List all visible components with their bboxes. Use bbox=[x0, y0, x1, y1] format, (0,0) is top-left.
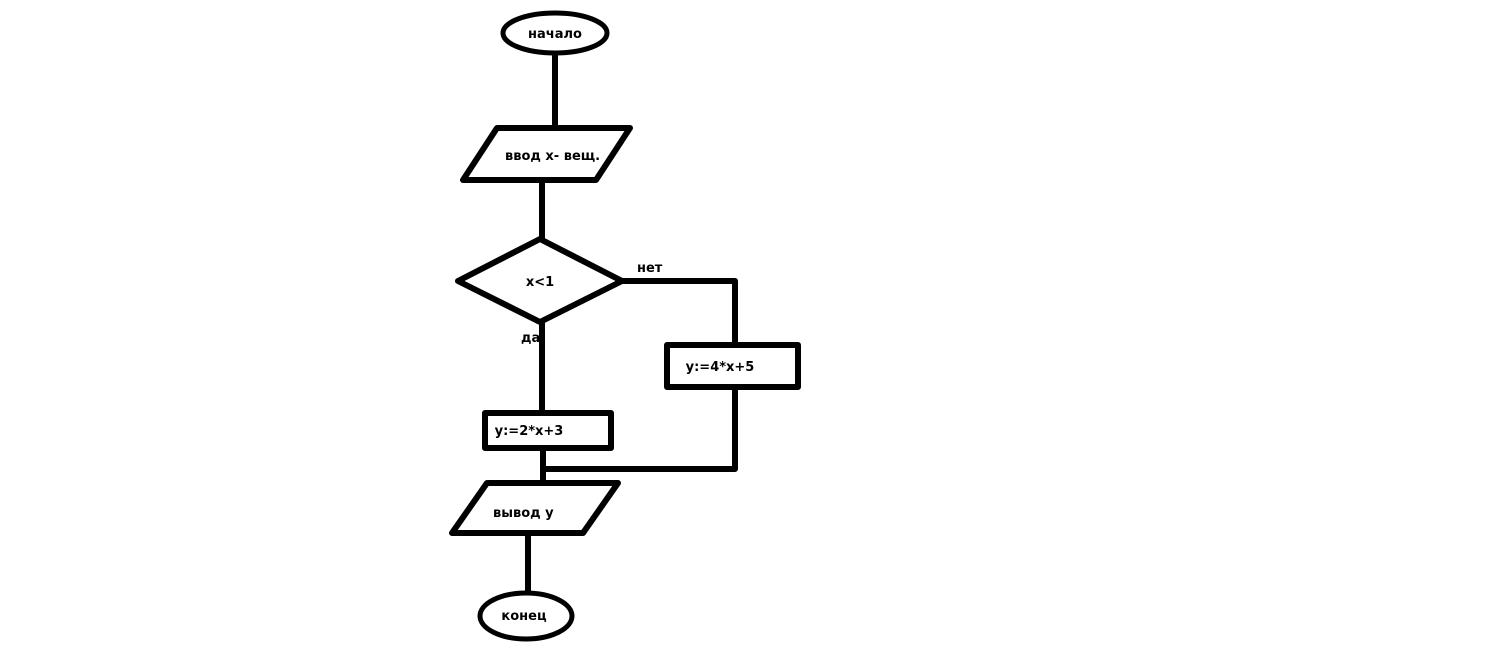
flowchart-shapes bbox=[449, 10, 801, 642]
edge-no-label: нет bbox=[637, 261, 663, 276]
edge-decision-no bbox=[619, 278, 738, 351]
input-label: ввод x- вещ. bbox=[505, 149, 600, 164]
output-node bbox=[449, 480, 621, 536]
flowchart-labels: начало ввод x- вещ. x<1 нет да y:=4*x+5 … bbox=[493, 27, 754, 624]
process-no-label: y:=4*x+5 bbox=[686, 360, 755, 375]
decision-label: x<1 bbox=[526, 275, 554, 290]
edge-yes-label: да bbox=[521, 331, 540, 346]
process-yes-label: y:=2*x+3 bbox=[495, 424, 564, 439]
end-node bbox=[477, 590, 575, 642]
start-label: начало bbox=[528, 27, 582, 42]
edge-no-merge bbox=[540, 383, 738, 472]
process-no-node bbox=[664, 342, 801, 390]
input-node bbox=[460, 125, 633, 183]
output-label: вывод y bbox=[493, 506, 554, 521]
decision-node bbox=[455, 236, 625, 325]
end-label: конец bbox=[501, 609, 547, 624]
process-yes-node bbox=[482, 410, 614, 451]
start-node bbox=[500, 10, 610, 56]
